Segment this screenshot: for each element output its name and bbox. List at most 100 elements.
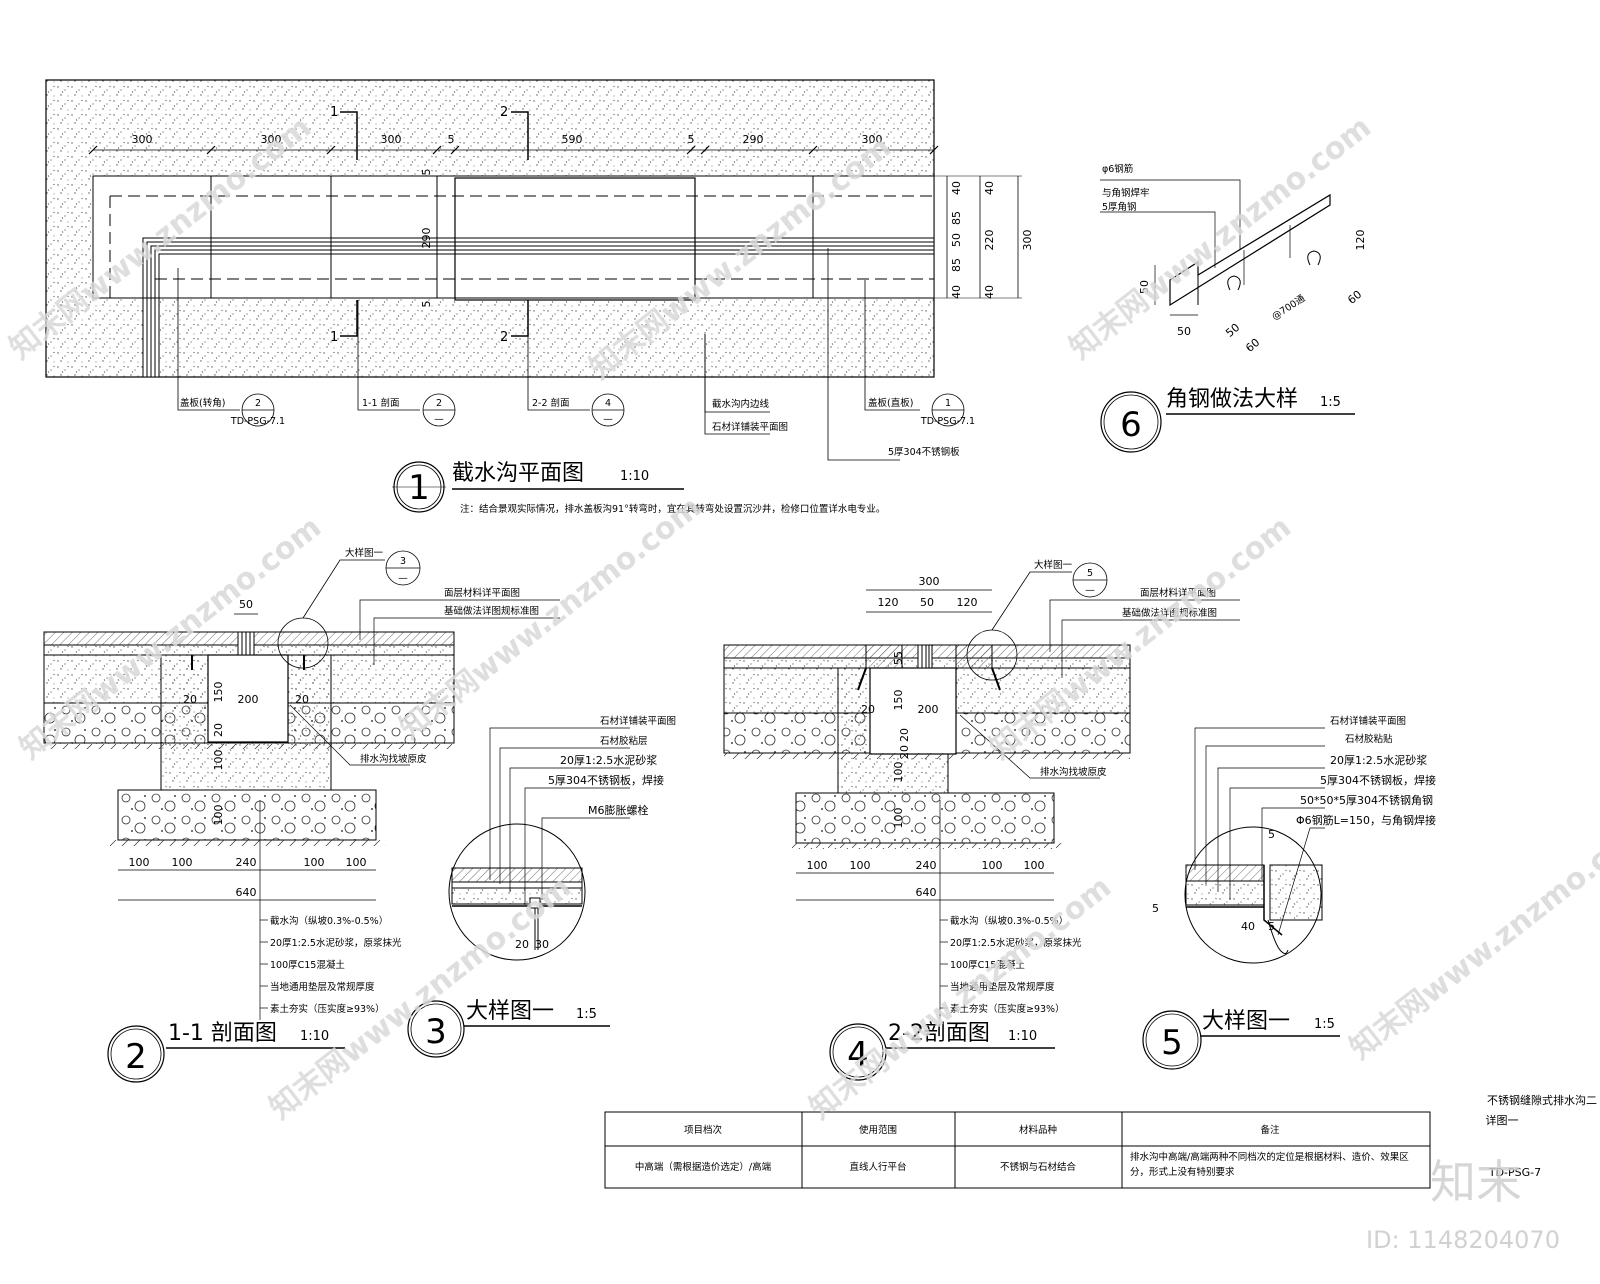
- plan-dim-4: 5: [448, 133, 455, 146]
- sec22-dim-f: 100: [892, 762, 905, 783]
- sec22-label-base: 基础做法详图规标准图: [1122, 607, 1217, 619]
- sec11-bdim-3: 240: [236, 856, 257, 869]
- sec22-bdim-3: 240: [916, 859, 937, 872]
- sec11-layer-2: 20厚1:2.5水泥砂浆，原浆抹光: [270, 937, 402, 949]
- sec22-bdim-5: 100: [1024, 859, 1045, 872]
- sec11-bdim-total: 640: [236, 886, 257, 899]
- sec11-dim-g: 100: [212, 805, 225, 826]
- d6-title-number: 6: [1120, 405, 1142, 445]
- detail-3: 石材详铺装平面图 石材胶粘层 20厚1:2.5水泥砂浆 5厚304不锈钢板，焊接…: [407, 715, 676, 1058]
- sec11-callout: 大样图一: [345, 547, 384, 559]
- plan-dim-7: 290: [743, 133, 764, 146]
- sec22-label-slope: 排水沟找坡原皮: [1040, 766, 1107, 778]
- sec11-dim-e: 100: [212, 750, 225, 771]
- plan-title: 截水沟平面图: [452, 461, 584, 486]
- detail-5: 石材详铺装平面图 石材胶粘贴 20厚1:2.5水泥砂浆 5厚304不锈钢板，焊接…: [1142, 715, 1436, 1070]
- plan-dim-2: 300: [261, 133, 282, 146]
- sec11-bdim-2: 100: [172, 856, 193, 869]
- d3-label-5: M6膨胀螺栓: [588, 803, 649, 817]
- info-table: 项目档次 使用范围 材料品种 备注 中高端（需根据造价选定）/高端 直线人行平台…: [604, 1093, 1597, 1189]
- plan-label-cover-straight: 盖板(直板): [868, 397, 913, 409]
- sec22-dim-h: 100: [892, 808, 905, 829]
- watermark-9: 知末网www.znzmo.com: [803, 870, 1118, 1127]
- sec22-dim-a: 55: [892, 651, 905, 665]
- d3-dim-1: 20: [515, 938, 529, 951]
- sec11-dim-a: 20: [183, 693, 197, 706]
- d3-dim-2: 30: [535, 938, 549, 951]
- sec11-callout-top: 3: [400, 556, 406, 567]
- sec22-dim-d: 200: [918, 703, 939, 716]
- plan-title-number: 1: [408, 468, 430, 508]
- sec22-layer-5: 素土夯实（压实度≥93%）: [950, 1003, 1065, 1015]
- section-1-1: 大样图一 3 — 面层材料详平面图 基础做法详图规标准图 排水沟找坡原皮 50 …: [43, 547, 560, 1083]
- cut-mark-1-bottom: 1: [330, 330, 338, 345]
- d6-dim-1: 50: [1138, 280, 1151, 294]
- d5-label-1: 石材详铺装平面图: [1330, 715, 1406, 727]
- plan-vdim-2: 290: [420, 228, 433, 249]
- sec22-layer-1: 截水沟（纵坡0.3%-0.5%）: [950, 915, 1068, 927]
- sec11-scale: 1:10: [300, 1029, 329, 1044]
- sec11-layer-3: 100厚C15混凝土: [270, 959, 345, 971]
- sec11-callout-bottom: —: [398, 573, 408, 584]
- d5-title: 大样图一: [1202, 1009, 1290, 1034]
- watermark-id: ID: 1148204070: [1366, 1226, 1560, 1254]
- plan-label-cover-turn: 盖板(转角): [180, 397, 225, 409]
- sec22-bdim-2: 100: [850, 859, 871, 872]
- d6-dim-6: 60: [1243, 336, 1262, 355]
- d5-dim-3: 40: [1241, 920, 1255, 933]
- d5-label-3: 20厚1:2.5水泥砂浆: [1330, 753, 1427, 767]
- d3-scale: 1:5: [576, 1007, 597, 1022]
- plan-r2dim-1: 40: [983, 181, 996, 195]
- sec11-label-base: 基础做法详图规标准图: [444, 605, 539, 617]
- sec11-dim-top: 50: [239, 598, 253, 611]
- table-cell-grade: 中高端（需根据造价选定）/高端: [635, 1161, 772, 1173]
- d6-label-rebar: φ6钢筋: [1102, 163, 1133, 175]
- d3-label-1: 石材详铺装平面图: [600, 715, 676, 727]
- plan-rdim-1: 40: [950, 181, 963, 195]
- plan-rdim-total: 300: [1021, 230, 1034, 251]
- sec11-label-surface: 面层材料详平面图: [444, 587, 520, 599]
- plan-rdim-2: 85: [950, 211, 963, 225]
- sec22-bdim-total: 640: [916, 886, 937, 899]
- d6-scale: 1:5: [1320, 395, 1341, 410]
- sec11-bdim-4: 100: [304, 856, 325, 869]
- sec22-dim-top-2: 50: [920, 596, 934, 609]
- d5-label-6: Φ6钢筋L=150，与角钢焊接: [1296, 813, 1436, 827]
- d5-dim-4: 5: [1268, 920, 1275, 933]
- sec22-title-number: 4: [847, 1035, 869, 1075]
- sec11-dim-d: 20: [295, 693, 309, 706]
- plan-ref-straight-top: 1: [945, 398, 951, 409]
- sec22-callout: 大样图一: [1034, 559, 1073, 571]
- d5-dim-1: 5: [1268, 828, 1275, 841]
- plan-vdim-1: 5: [420, 169, 433, 176]
- watermark-3: 知末网www.znzmo.com: [1063, 110, 1378, 367]
- sec22-dim-top-total: 300: [919, 575, 940, 588]
- d5-label-5: 50*50*5厚304不锈钢角钢: [1300, 794, 1433, 807]
- cut-mark-2-top: 2: [500, 105, 508, 120]
- sec11-dim-b: 150: [212, 682, 225, 703]
- plan-dim-5: 590: [562, 133, 583, 146]
- table-cell-notes-box: 排水沟中高端/高端两种不同档次的定位是根据材料、造价、效果区分，形式上没有特别要…: [1130, 1152, 1409, 1178]
- sec11-title-number: 2: [125, 1037, 147, 1077]
- d6-dim-7: @700通: [1270, 293, 1308, 323]
- plan-ref-sec22-top: 4: [605, 398, 611, 409]
- sec22-dim-b: 20: [861, 703, 875, 716]
- d3-label-4: 5厚304不锈钢板，焊接: [548, 773, 664, 787]
- sec22-dim-c: 150: [892, 690, 905, 711]
- sec11-title: 1-1 剖面图: [168, 1021, 277, 1046]
- sec22-layer-3: 100厚C15混凝土: [950, 959, 1025, 971]
- sec11-layer-5: 素土夯实（压实度≥93%）: [270, 1003, 385, 1015]
- plan-dim-8: 300: [862, 133, 883, 146]
- d6-dim-5: 60: [1345, 288, 1364, 307]
- sec11-dim-c: 200: [238, 693, 259, 706]
- table-cell-notes: 排水沟中高端/高端两种不同档次的定位是根据材料、造价、效果区分，形式上没有特别要…: [1130, 1152, 1409, 1178]
- plan-note: 注：结合景观实际情况，排水盖板沟91°转弯时，宜在其转弯处设置沉沙井，检修口位置…: [460, 503, 885, 515]
- plan-scale: 1:10: [620, 469, 649, 484]
- plan-cover-plate: [454, 177, 696, 301]
- sec22-bdim-1: 100: [807, 859, 828, 872]
- d5-label-4: 5厚304不锈钢板，焊接: [1320, 773, 1436, 787]
- plan-dim-3: 300: [381, 133, 402, 146]
- sec22-dim-g: 20: [898, 745, 911, 759]
- table-header-scope: 使用范围: [859, 1124, 897, 1136]
